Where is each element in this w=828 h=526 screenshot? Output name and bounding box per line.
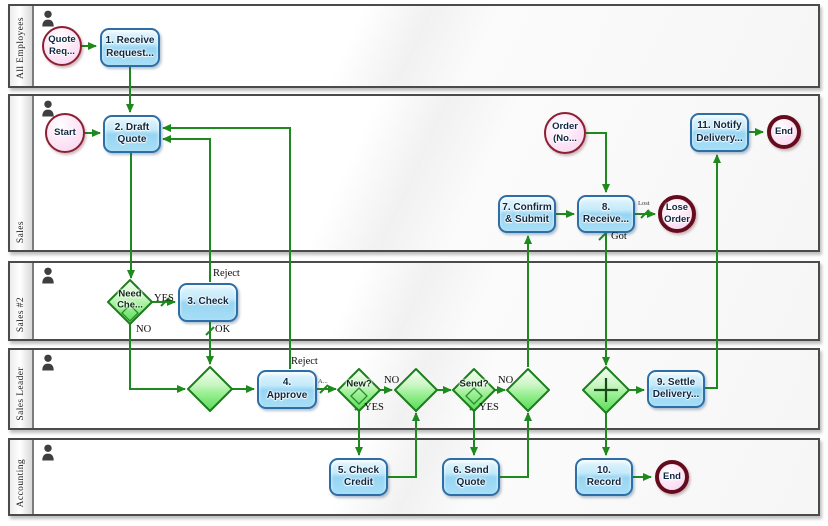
node-label: Order (No... bbox=[552, 121, 578, 144]
person-icon bbox=[41, 354, 55, 372]
task-1-receive-request[interactable]: 1. Receive Request... bbox=[100, 28, 160, 67]
lane-label-strip: Accounting bbox=[10, 440, 34, 514]
person-icon bbox=[41, 267, 55, 285]
node-label: 10. Record bbox=[586, 464, 622, 489]
lane-label-strip: Sales bbox=[10, 96, 34, 250]
task-2-draft-quote[interactable]: 2. Draft Quote bbox=[103, 115, 161, 153]
task-3-check[interactable]: 3. Check bbox=[178, 283, 238, 322]
task-10-record[interactable]: 10. Record bbox=[575, 458, 633, 496]
event-end-top[interactable]: End bbox=[767, 115, 801, 149]
event-start[interactable]: Start bbox=[45, 113, 85, 153]
node-label: 4. Approve bbox=[266, 377, 308, 401]
task-11-notify-delivery[interactable]: 11. Notify Delivery... bbox=[690, 113, 749, 152]
node-label: Quote Req... bbox=[48, 34, 76, 57]
event-order-no[interactable]: Order (No... bbox=[544, 112, 586, 154]
person-icon bbox=[41, 10, 55, 28]
node-label: 8. Receive... bbox=[582, 201, 630, 226]
event-lose-order[interactable]: Lose Order bbox=[658, 195, 696, 233]
node-label: Start bbox=[54, 127, 76, 139]
task-4-approve[interactable]: 4. Approve bbox=[257, 370, 317, 409]
task-8-receive[interactable]: 8. Receive... bbox=[577, 195, 635, 233]
node-label: 1. Receive Request... bbox=[105, 35, 155, 59]
task-9-settle-delivery[interactable]: 9. Settle Delivery... bbox=[647, 370, 705, 408]
node-label: 2. Draft Quote bbox=[114, 121, 150, 146]
node-label: End bbox=[775, 126, 793, 138]
node-label: End bbox=[663, 471, 681, 483]
node-label: 7. Confirm & Submit bbox=[502, 201, 552, 226]
task-6-send-quote[interactable]: 6. Send Quote bbox=[442, 458, 500, 496]
person-icon bbox=[41, 100, 55, 118]
lane-label-strip: Sales Leader bbox=[10, 350, 34, 428]
node-label: Lose Order bbox=[664, 202, 690, 225]
person-icon bbox=[41, 444, 55, 462]
node-label: 6. Send Quote bbox=[453, 464, 489, 489]
node-label: 5. Check Credit bbox=[337, 464, 380, 489]
event-quote-request[interactable]: Quote Req... bbox=[42, 26, 82, 66]
node-label: 3. Check bbox=[187, 296, 229, 308]
task-7-confirm-submit[interactable]: 7. Confirm & Submit bbox=[498, 195, 556, 233]
event-end-bottom[interactable]: End bbox=[655, 460, 689, 494]
task-5-check-credit[interactable]: 5. Check Credit bbox=[329, 458, 388, 496]
lane-label-strip: All Employees bbox=[10, 6, 34, 86]
node-label: 9. Settle Delivery... bbox=[652, 376, 700, 401]
node-label: 11. Notify Delivery... bbox=[696, 120, 743, 144]
lane-label-strip: Sales #2 bbox=[10, 263, 34, 339]
